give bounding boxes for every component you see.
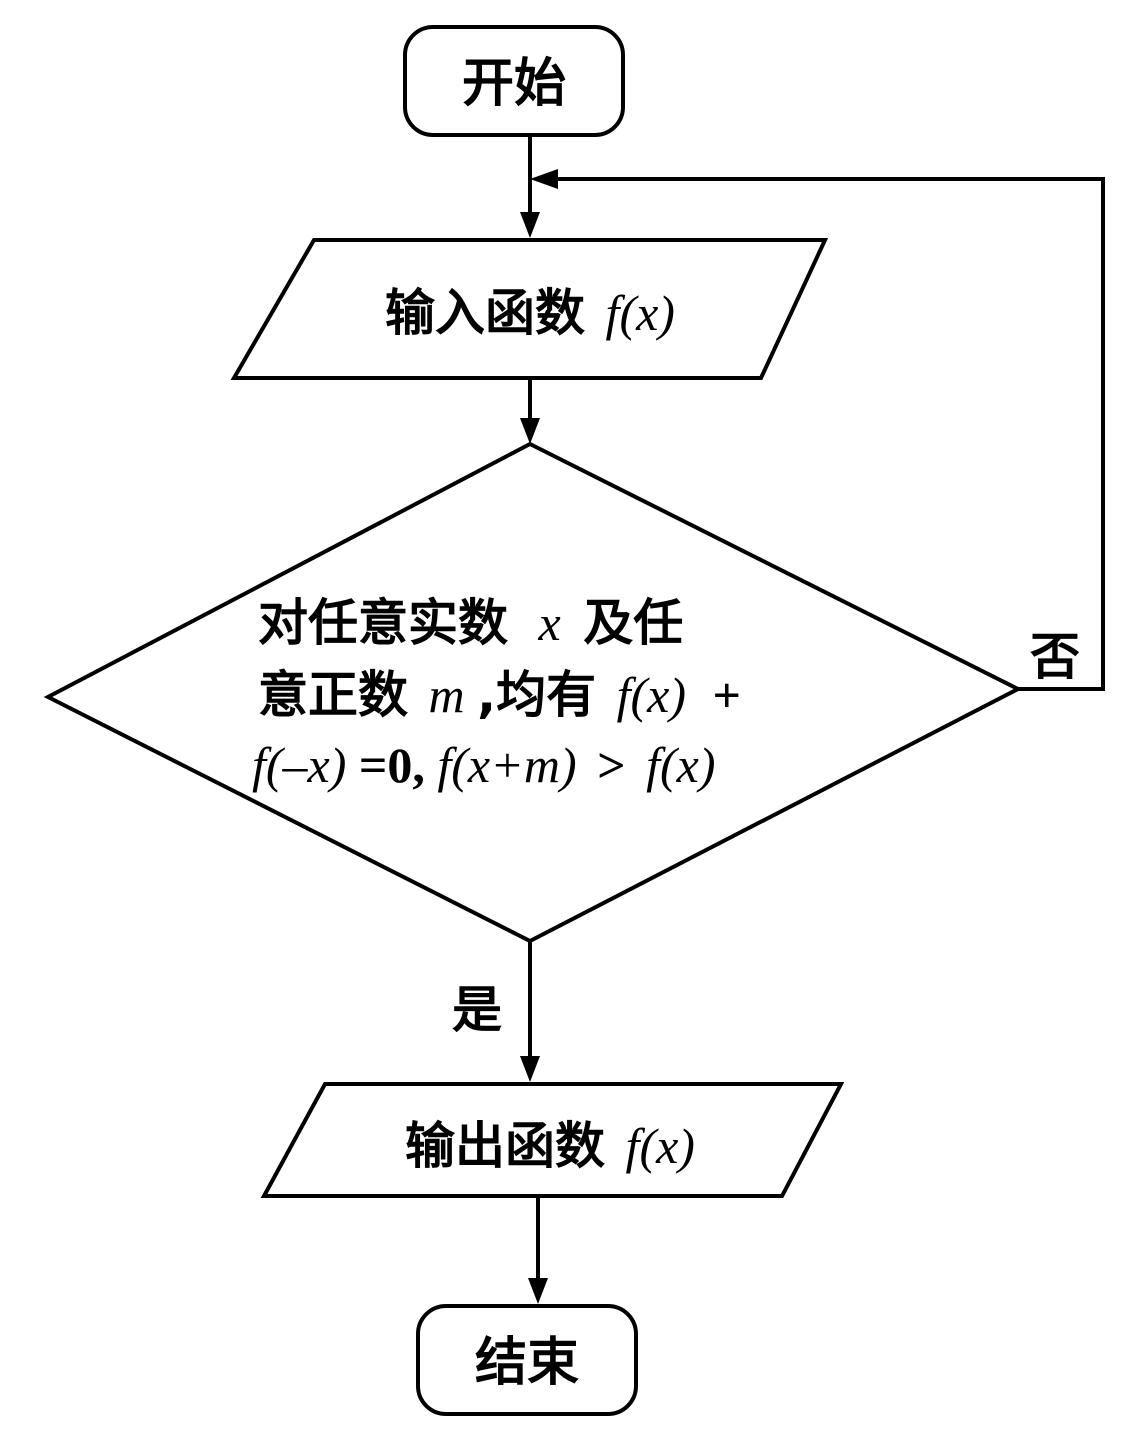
input-label: 输入函数 f(x) — [385, 284, 675, 342]
output-node: 输出函数 f(x) — [260, 1082, 845, 1198]
decision-line-2: 意正数 m ,均有 f(x) + — [258, 666, 741, 724]
arrowhead-icon — [528, 1278, 548, 1304]
arrowhead-icon — [520, 418, 540, 444]
input-node: 输入函数 f(x) — [230, 238, 829, 380]
edge-no-loop — [552, 177, 1105, 691]
start-label: 开始 — [462, 54, 566, 114]
decision-text: 对任意实数 — [258, 594, 508, 652]
end-label: 结束 — [475, 1333, 579, 1393]
decision-line-1: 对任意实数 x 及任 — [258, 594, 683, 652]
decision-expr: f(x) — [617, 667, 686, 723]
arrowhead-icon — [520, 1056, 540, 1082]
output-math: f(x) — [626, 1118, 695, 1174]
output-text: 输出函数 — [405, 1117, 605, 1175]
decision-expr: f(x) — [646, 737, 715, 793]
decision-var-m: m — [429, 667, 465, 723]
decision-var-x: x — [538, 595, 561, 651]
decision-line-3: f(–x) =0, f(x+m) > f(x) — [252, 737, 716, 793]
input-text: 输入函数 — [385, 284, 585, 342]
decision-plus: + — [713, 667, 742, 723]
decision-text: ,均有 — [477, 666, 596, 724]
decision-expr: f(x+m) — [437, 737, 576, 793]
arrowhead-icon — [530, 169, 558, 189]
decision-text: 及任 — [583, 594, 683, 652]
start-node: 开始 — [403, 25, 625, 137]
output-label: 输出函数 f(x) — [405, 1117, 695, 1175]
decision-node: 对任意实数 x 及任 意正数 m ,均有 f(x) + f(–x) =0, f(… — [43, 441, 1023, 944]
input-math: f(x) — [606, 285, 675, 341]
arrowhead-icon — [520, 212, 540, 238]
decision-text: 意正数 — [258, 666, 408, 724]
end-node: 结束 — [416, 1304, 638, 1416]
decision-expr: f(–x) — [252, 737, 346, 793]
decision-gt: > — [597, 737, 626, 793]
no-label: 否 — [1030, 628, 1080, 686]
decision-eq: =0, — [359, 737, 425, 793]
yes-label: 是 — [452, 981, 502, 1039]
